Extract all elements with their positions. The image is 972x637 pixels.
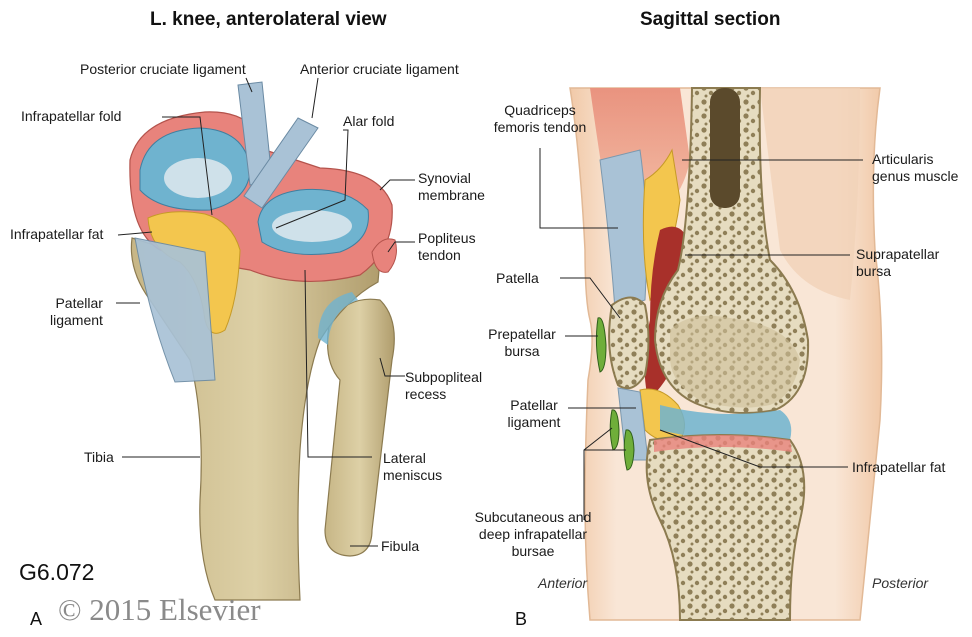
joint-space: [660, 405, 792, 442]
label-subpopliteal-line2: recess: [405, 386, 447, 402]
label-articularis-genus: Articularis genus muscle: [872, 151, 958, 185]
label-bursae-line3: bursae: [511, 543, 555, 559]
subpopliteal-recess-shape: [318, 292, 358, 345]
medial-plateau: [164, 158, 232, 198]
prepatellar-bursa-shape: [595, 317, 607, 373]
label-quadriceps-tendon: Quadriceps femoris tendon: [474, 102, 606, 136]
figure-id: G6.072: [19, 559, 95, 585]
label-articularis-line2: genus muscle: [872, 168, 959, 184]
label-lateral-meniscus: Lateral meniscus: [383, 450, 442, 484]
label-suprapatellar-bursa: Suprapatellar bursa: [856, 246, 939, 280]
label-pcl: Posterior cruciate ligament: [80, 61, 246, 77]
panel-letter-b: B: [515, 609, 528, 629]
label-prepatellar-line2: bursa: [504, 343, 540, 359]
label-acl: Anterior cruciate ligament: [300, 61, 459, 77]
label-popliteus-line2: tendon: [418, 247, 461, 263]
femur-cartilage: [670, 315, 800, 408]
label-subpopliteal-line1: Subpopliteal: [405, 369, 483, 385]
label-popliteus-line1: Popliteus: [418, 230, 476, 246]
label-patellar-b-line1: Patellar: [510, 397, 558, 413]
tibia-cartilage: [654, 435, 792, 452]
label-infrapatellar-fat-a: Infrapatellar fat: [10, 226, 104, 242]
subcutaneous-bursa-shape: [609, 409, 620, 451]
lateral-plateau: [272, 210, 352, 242]
label-quad-line2: femoris tendon: [493, 119, 587, 135]
femur-marrow: [710, 88, 740, 208]
label-subcutaneous-bursae: Subcutaneous and deep infrapatellar burs…: [458, 509, 608, 560]
label-patellar-a-line2: ligament: [50, 312, 103, 328]
label-posterior: Posterior: [872, 575, 929, 591]
label-articularis-line1: Articularis: [872, 151, 934, 167]
fibula-shape: [324, 298, 395, 557]
label-bursae-line2: deep infrapatellar: [478, 526, 588, 542]
panel-b-drawing: [539, 87, 883, 621]
label-infrapatellar-fold: Infrapatellar fold: [21, 108, 122, 124]
panel-letter-a: A: [30, 609, 43, 629]
panel-a-title: L. knee, anterolateral view: [150, 9, 387, 30]
label-synovial-line1: Synovial: [418, 170, 471, 186]
popliteus-knob: [371, 238, 397, 273]
posterior-tissue: [760, 88, 860, 300]
label-suprapatellar-line2: bursa: [856, 263, 892, 279]
label-anterior: Anterior: [538, 575, 588, 591]
leader-lines-a: [116, 77, 415, 547]
label-meniscus-line1: Lateral: [383, 450, 426, 466]
label-patellar-ligament-b: Patellar ligament: [496, 397, 572, 431]
label-synovial-membrane: Synovial membrane: [418, 170, 485, 204]
panel-b-title: Sagittal section: [640, 9, 781, 30]
label-bursae-line1: Subcutaneous and: [474, 509, 592, 525]
label-synovial-line2: membrane: [418, 187, 485, 203]
panel-a-drawing: [116, 77, 415, 601]
label-prepatellar-line1: Prepatellar: [488, 326, 556, 342]
label-patellar-b-line2: ligament: [507, 414, 561, 430]
label-prepatellar-bursa: Prepatellar bursa: [474, 326, 570, 360]
label-patellar-ligament-a: Patellar ligament: [50, 295, 103, 329]
acl-shape: [243, 117, 319, 209]
label-subpopliteal-recess: Subpopliteal recess: [405, 369, 482, 403]
leader-lines-b: [539, 148, 863, 520]
label-fibula: Fibula: [381, 538, 420, 554]
label-meniscus-line2: meniscus: [383, 467, 443, 483]
label-infrapatellar-fat-b: Infrapatellar fat: [852, 459, 946, 475]
label-tibia: Tibia: [84, 449, 114, 465]
label-patellar-a-line1: Patellar: [55, 295, 103, 311]
label-suprapatellar-line1: Suprapatellar: [856, 246, 940, 262]
patella-shape: [608, 296, 650, 390]
label-patella: Patella: [496, 270, 539, 286]
label-quad-line1: Quadriceps: [504, 102, 576, 118]
patellar-ligament-a: [134, 237, 216, 383]
label-popliteus-tendon: Popliteus tendon: [418, 230, 476, 264]
copyright-watermark: © 2015 Elsevier: [58, 592, 261, 627]
label-alar-fold: Alar fold: [343, 113, 395, 129]
